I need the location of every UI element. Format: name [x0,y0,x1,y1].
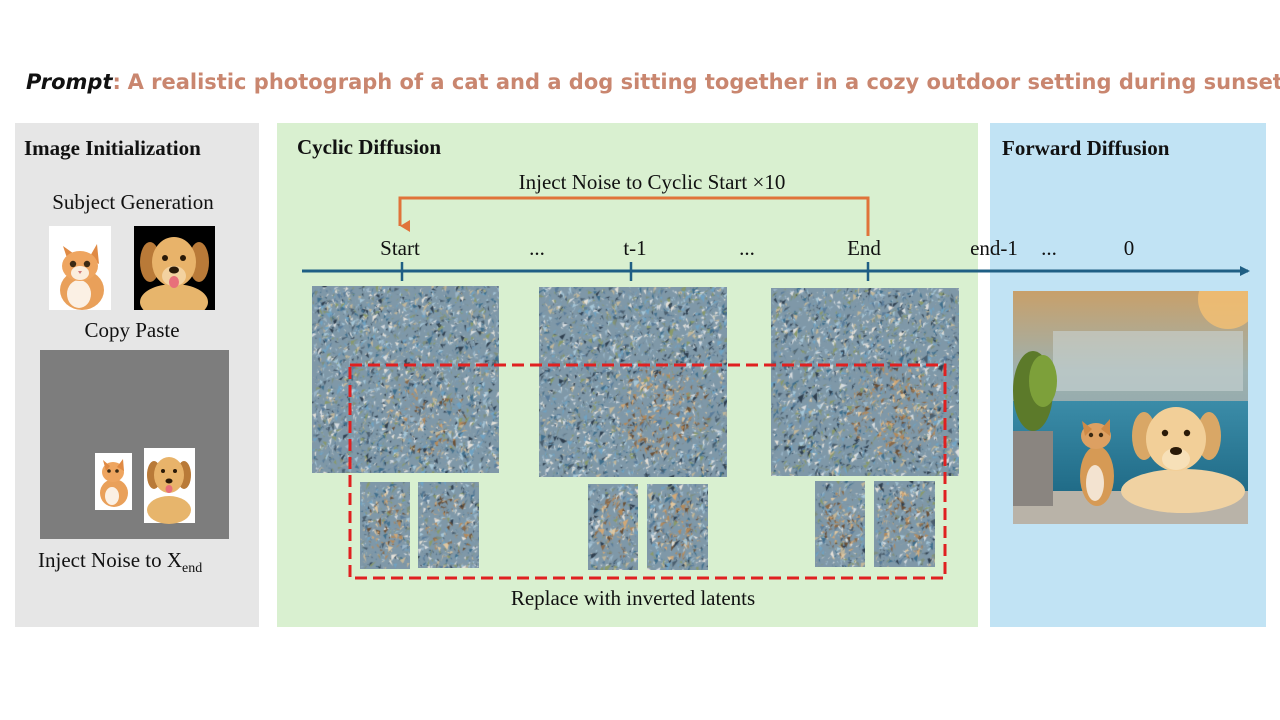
dog-photo-icon [134,226,215,310]
tick-label-ellipsis-3: ... [1041,236,1057,260]
noise-latent-end [771,288,959,476]
subject-generation-label: Subject Generation [52,190,214,214]
inject-noise-prefix: Inject Noise to X [38,548,183,572]
inverted-latent-cat-t-minus-1 [588,484,638,570]
tick-label-start: Start [380,236,420,260]
tick-label-ellipsis-2: ... [739,236,755,260]
prompt-line: Prompt: A realistic photograph of a cat … [26,70,1280,94]
generated-photo-icon [1013,291,1248,524]
inverted-latent-cat-start [360,482,410,569]
replace-latents-label: Replace with inverted latents [510,586,756,610]
forward-diffusion-title: Forward Diffusion [1002,136,1170,160]
inverted-latent-cat-end [815,481,865,567]
cyclic-diffusion-title: Cyclic Diffusion [297,135,442,159]
inverted-latent-dog-end [874,481,935,567]
inverted-latent-dog-start [418,482,479,568]
inverted-latent-dog-t-minus-1 [647,484,708,570]
tick-label-t-minus-1: t-1 [623,236,647,260]
copy-paste-canvas [40,350,229,539]
noise-latent-t-minus-1 [539,287,727,477]
tick-label-end-minus-1: end-1 [970,236,1018,260]
inject-noise-subscript: end [182,561,203,577]
image-initialization-title: Image Initialization [24,136,201,160]
prompt-text: A realistic photograph of a cat and a do… [127,70,1280,94]
tick-label-ellipsis-1: ... [529,236,545,260]
prompt-label: Prompt [26,70,113,94]
copy-paste-label: Copy Paste [84,318,180,342]
inject-noise-label: Inject Noise to Xend [38,548,202,577]
tick-label-end: End [847,236,881,260]
prompt-colon: : [112,70,121,94]
cyclic-loop-label: Inject Noise to Cyclic Start ×10 [518,170,786,194]
cat-photo-icon [49,226,111,310]
tick-label-zero: 0 [1123,236,1135,260]
noise-latent-start [312,286,499,473]
